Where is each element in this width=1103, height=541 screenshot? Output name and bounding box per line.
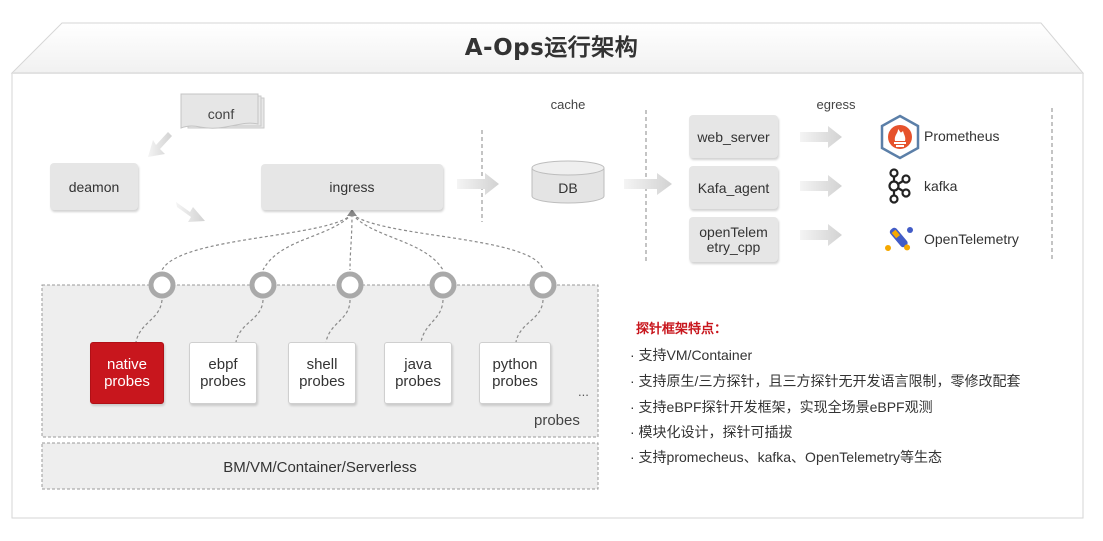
platform-label: BM/VM/Container/Serverless <box>223 459 417 476</box>
feature-item: · 模块化设计，探针可插拔 <box>630 424 793 440</box>
otel-cpp-box: openTelem etry_cpp <box>689 217 778 262</box>
deamon-label: deamon <box>68 178 120 195</box>
ingress-label: ingress <box>329 179 375 195</box>
features-title: 探针框架特点： <box>636 321 728 336</box>
opentelemetry-label: OpenTelemetry <box>924 231 1019 247</box>
feature-item: · 支持VM/Container <box>630 347 753 363</box>
probe-ebpf-line1: ebpf <box>208 356 238 373</box>
feature-item: · 支持原生/三方探针，且三方探针无开发语言限制，零修改配套 <box>630 373 1021 389</box>
probes-ellipsis: ... <box>578 384 589 399</box>
db-cylinder <box>531 160 605 204</box>
web-server-box: web_server <box>689 115 778 158</box>
feature-item: · 支持eBPF探针开发框架，实现全场景eBPF观测 <box>630 399 933 415</box>
conf-label: conf <box>207 106 235 122</box>
probe-python-line1: python <box>492 356 538 373</box>
prometheus-icon <box>880 114 920 160</box>
egress-label: egress <box>816 97 856 112</box>
probe-shell-line2: probes <box>299 373 345 390</box>
opentelemetry-icon <box>885 227 913 251</box>
otel-cpp-label-line2: etry_cpp <box>706 238 761 255</box>
deamon-box: deamon <box>50 163 138 210</box>
kafa-agent-label: Kafa_agent <box>697 179 770 196</box>
probe-python-line2: probes <box>492 373 538 390</box>
feature-item: · 支持promecheus、kafka、OpenTelemetry等生态 <box>630 449 942 465</box>
probe-native-line2: probes <box>104 373 150 390</box>
kafka-icon <box>888 168 911 204</box>
probe-native-line1: native <box>106 356 148 373</box>
kafa-agent-box: Kafa_agent <box>689 166 778 209</box>
prometheus-label: Prometheus <box>924 128 1000 144</box>
diagram-title: A-Ops运行架构 <box>464 35 639 61</box>
otel-cpp-label-line1: openTelem <box>699 223 768 240</box>
cache-label: cache <box>550 97 586 112</box>
probe-shell-line1: shell <box>306 356 338 373</box>
probe-ebpf-line2: probes <box>200 373 246 390</box>
probe-java-line1: java <box>404 356 432 373</box>
db-label: DB <box>558 180 578 196</box>
kafka-label: kafka <box>924 178 958 194</box>
probe-java-line2: probes <box>395 373 441 390</box>
ingress-box: ingress <box>261 164 443 210</box>
web-server-label: web_server <box>697 128 770 145</box>
probes-label: probes <box>534 412 580 429</box>
